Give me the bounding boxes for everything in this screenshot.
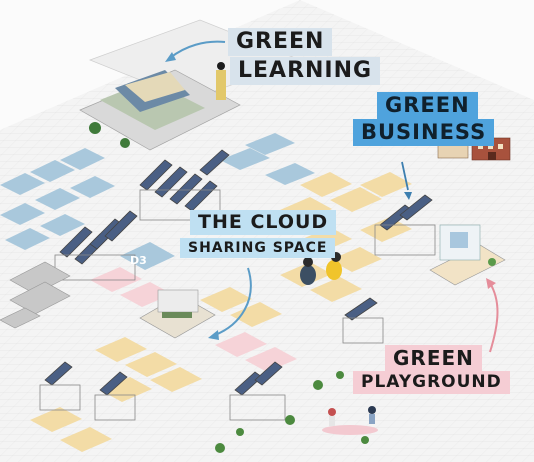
- label-green-playground-line2: PLAYGROUND: [353, 371, 510, 394]
- cloud-sharing-stage: [139, 289, 216, 339]
- business-venue: [429, 224, 506, 286]
- zone-d3-marker: D3: [130, 254, 147, 267]
- learning-stage-area: [79, 62, 241, 151]
- yellow-booths: [30, 172, 412, 452]
- label-green-learning-line2: LEARNING: [230, 57, 381, 85]
- left-containers: [0, 261, 71, 329]
- arrow-curved-icon: [401, 161, 409, 191]
- pink-booths: [90, 267, 297, 372]
- label-green-business-line1: GREEN: [377, 92, 478, 119]
- label-green-learning-line1: GREEN: [228, 28, 333, 56]
- arrow-curved-icon: [489, 282, 499, 353]
- label-green-business-line2: BUSINESS: [353, 119, 495, 146]
- d3-zone: [120, 242, 175, 270]
- label-green-playground-line1: GREEN: [385, 345, 482, 371]
- label-cloud-line1: THE CLOUD: [190, 210, 337, 235]
- children-playing-icon: [322, 406, 378, 435]
- label-cloud-line2: SHARING SPACE: [180, 238, 336, 258]
- arrow-curved-icon: [214, 267, 252, 336]
- blue-booths: [0, 133, 315, 270]
- arrow-curved-icon: [169, 40, 226, 59]
- plants: [215, 371, 369, 453]
- person-figure: [216, 70, 226, 100]
- solar-structures: [39, 149, 436, 421]
